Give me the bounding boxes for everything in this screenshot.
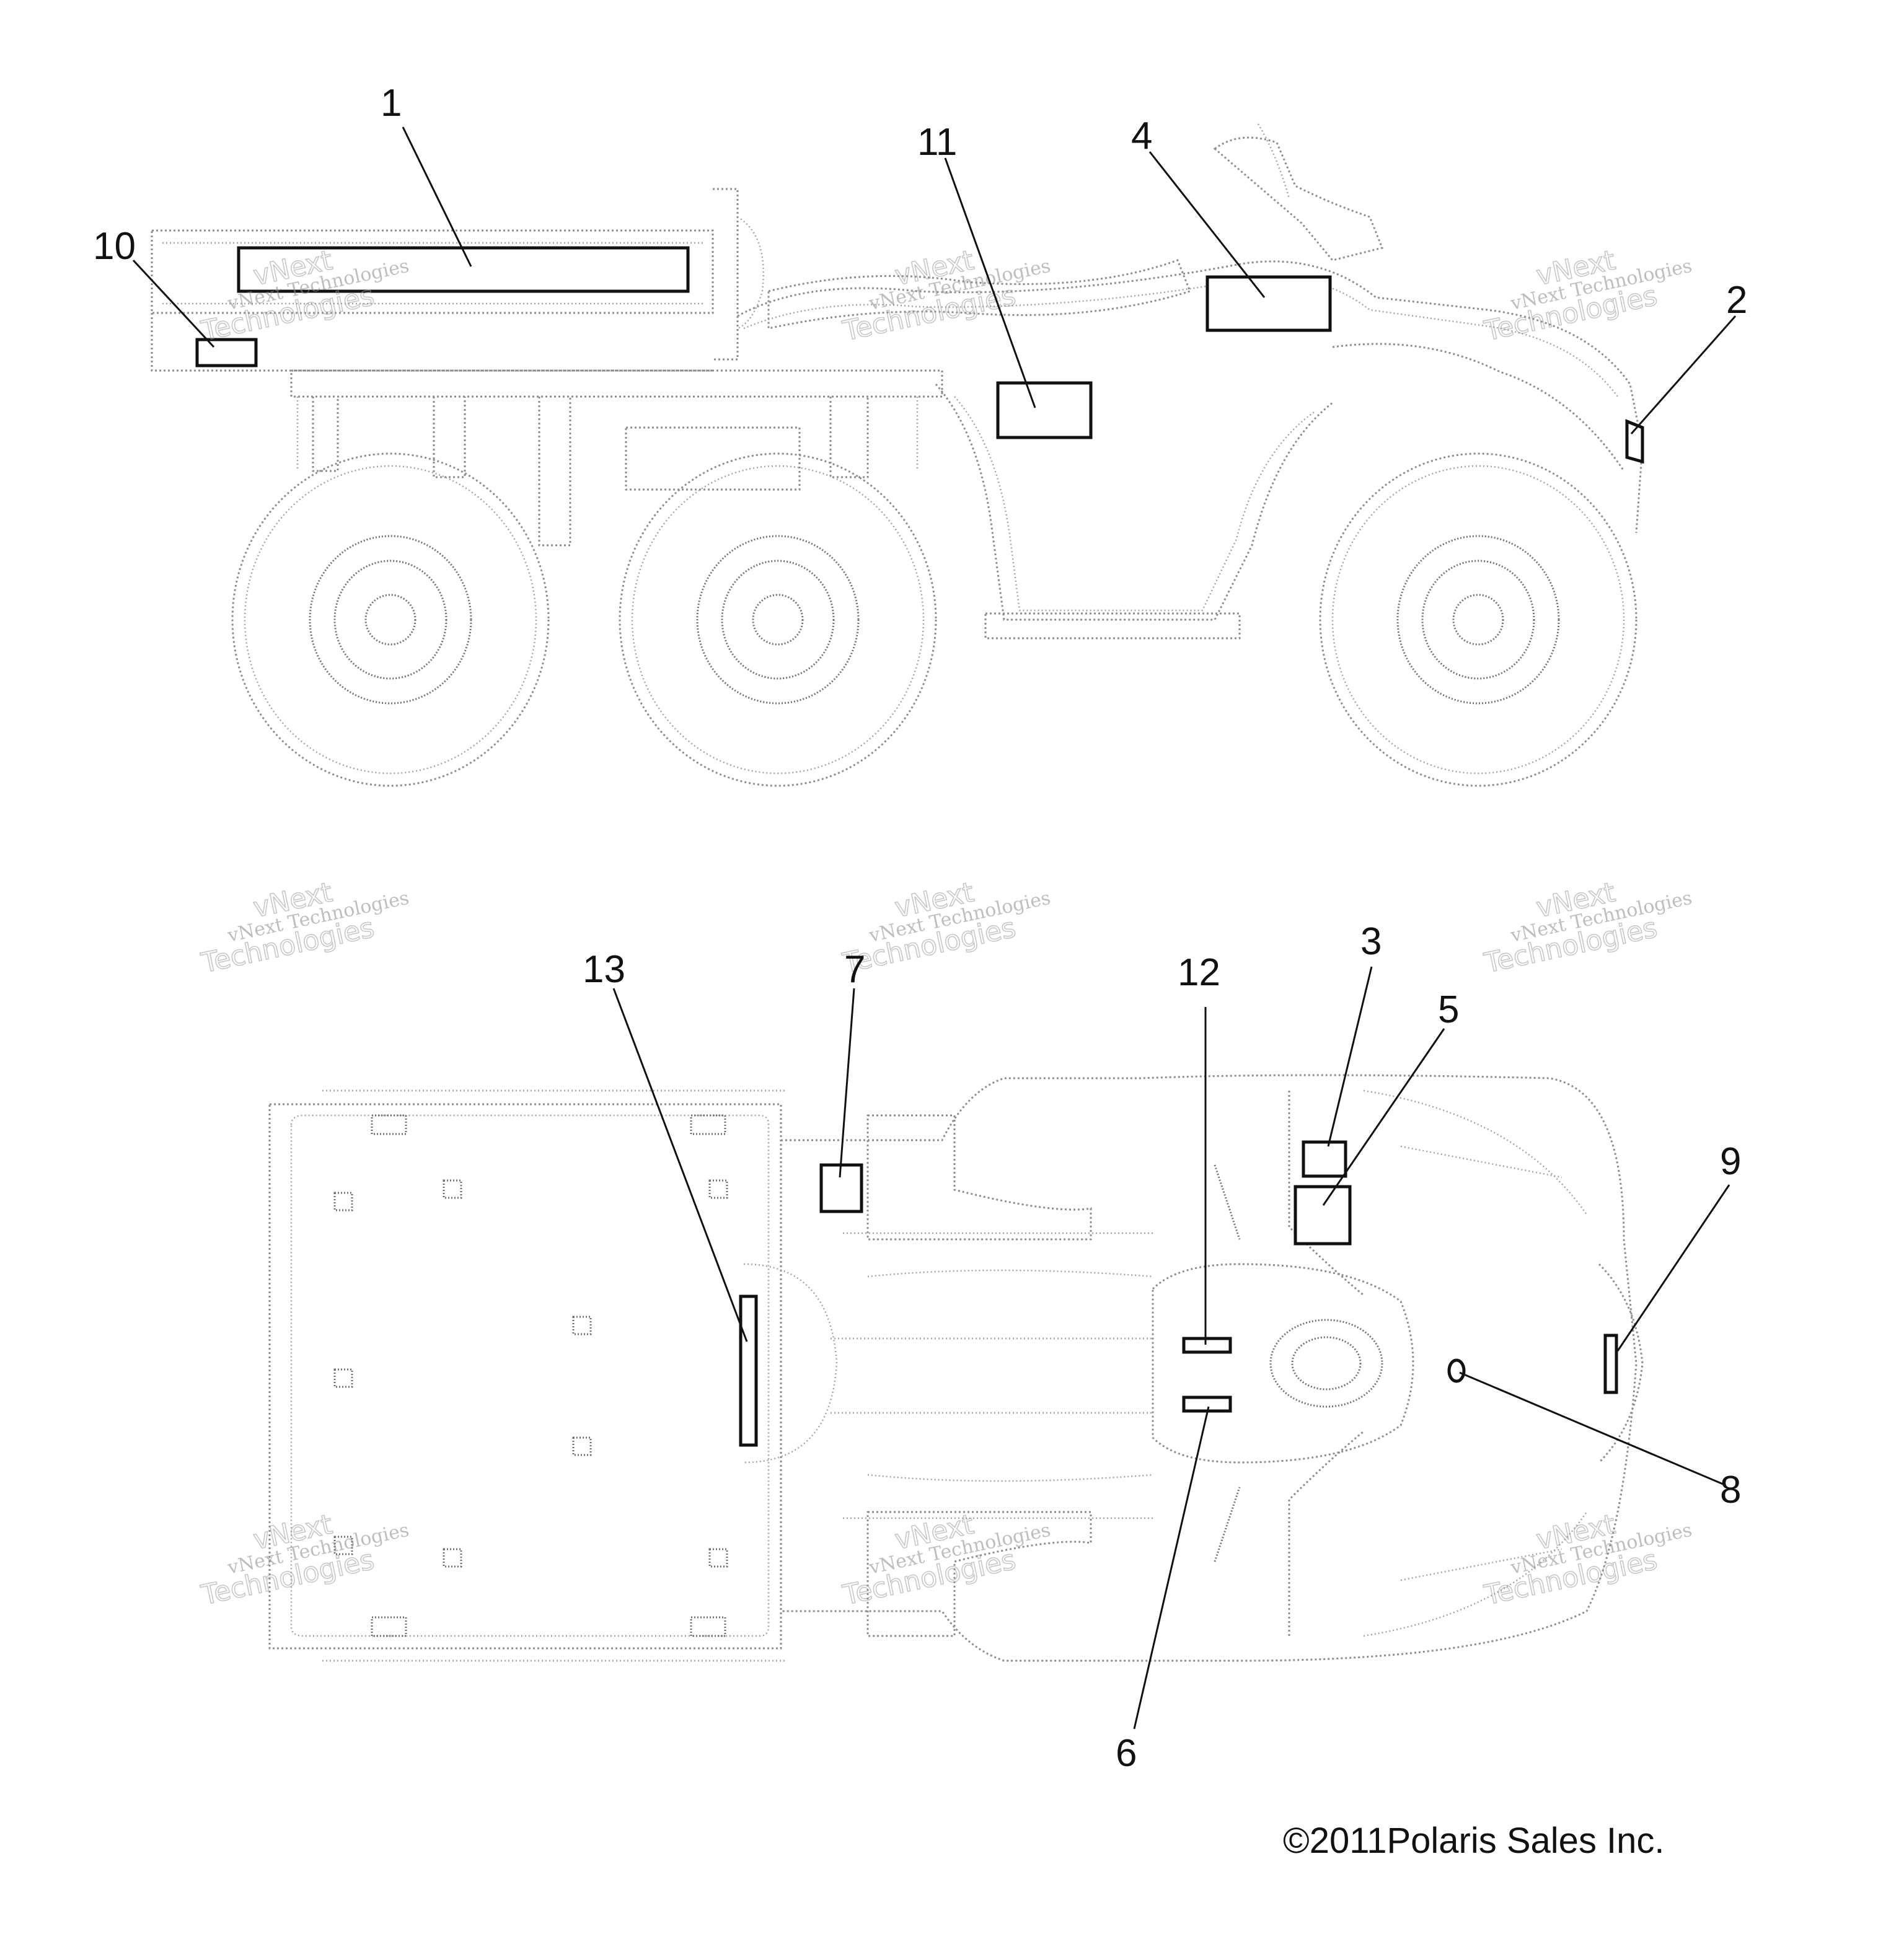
decal-4[interactable]	[1205, 275, 1332, 332]
callout-8: 8	[1720, 1469, 1741, 1511]
decal-7[interactable]	[819, 1163, 863, 1213]
callout-10: 10	[93, 225, 136, 268]
callout-11: 11	[917, 121, 957, 164]
leader-10	[132, 259, 215, 348]
decal-5[interactable]	[1294, 1185, 1352, 1246]
side-view-wheel-rear	[231, 452, 550, 787]
callout-6: 6	[1116, 1732, 1137, 1775]
leader-13	[612, 988, 748, 1342]
decal-10[interactable]	[195, 338, 258, 367]
decal-11[interactable]	[996, 381, 1093, 439]
leader-lines	[132, 126, 1737, 1730]
decal-3[interactable]	[1302, 1140, 1347, 1178]
leader-8	[1459, 1371, 1724, 1485]
side-view-wheel-front	[1319, 452, 1637, 787]
leader-7	[839, 988, 855, 1178]
callout-numbers: 1 2 3 4 5 6 7 8 9 10 11 12 13	[93, 82, 1747, 1775]
callout-13: 13	[583, 948, 625, 991]
leader-6	[1133, 1406, 1210, 1730]
side-view-decals	[195, 246, 1644, 464]
leader-3	[1327, 966, 1373, 1147]
callout-1: 1	[381, 82, 402, 125]
side-view-wheel-middle	[619, 452, 937, 787]
callout-3: 3	[1360, 920, 1382, 963]
callout-12: 12	[1178, 951, 1220, 994]
top-view-vehicle	[268, 1074, 1644, 1662]
decal-13[interactable]	[739, 1294, 758, 1447]
leader-9	[1616, 1184, 1730, 1352]
top-view-decals	[739, 1140, 1618, 1447]
copyright-text: ©2011Polaris Sales Inc.	[1283, 1821, 1665, 1861]
decal-1[interactable]	[237, 246, 690, 293]
callout-9: 9	[1720, 1140, 1741, 1183]
callout-4: 4	[1131, 115, 1152, 157]
callout-7: 7	[844, 948, 865, 991]
leader-4	[1148, 151, 1266, 298]
leader-11	[944, 157, 1036, 408]
leader-5	[1322, 1028, 1445, 1206]
watermarks: vNext Technologies vNext Technologies vN…	[198, 244, 1694, 1612]
decal-6[interactable]	[1182, 1396, 1232, 1413]
leader-1	[402, 126, 472, 267]
decal-12[interactable]	[1182, 1337, 1232, 1354]
decal-9[interactable]	[1603, 1334, 1618, 1394]
leader-2	[1630, 315, 1737, 434]
callout-5: 5	[1438, 988, 1459, 1031]
decal-8[interactable]	[1447, 1358, 1466, 1383]
decal-2[interactable]	[1625, 419, 1644, 464]
callout-2: 2	[1726, 279, 1747, 322]
side-view-vehicle	[151, 123, 1644, 787]
